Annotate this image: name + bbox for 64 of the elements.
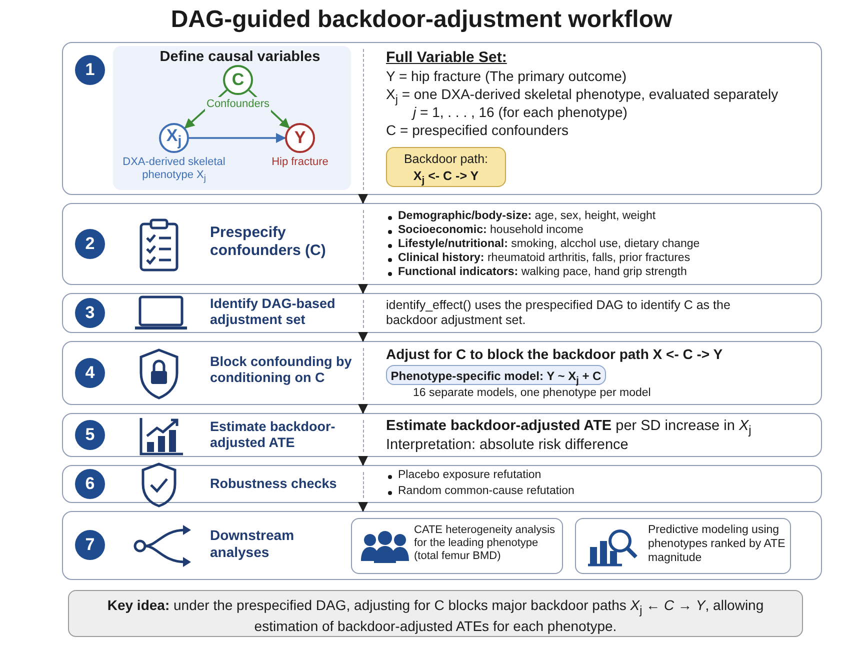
arrow xyxy=(189,133,286,143)
info-box xyxy=(351,518,563,574)
diagram-title: DAG-guided backdoor-adjustment workflow xyxy=(170,6,674,35)
body-text: X$_{j}$ = one DXA-derived skeletal phenotype, evaluated separately xyxy=(386,86,780,106)
box-text: X$_{j}$ <- C -> Y xyxy=(412,169,480,188)
bullet-item: Clinical history: rheumatoid arthritis, falls, prior fractures xyxy=(386,252,690,266)
key-idea-text: Key idea: under the prespecified DAG, adjusting for C blocks major backdoor paths X$_{j}$ ← C → Y, allowing estimation of backdoor-adjusted ATEs for each phenotype. xyxy=(106,597,765,635)
info-box xyxy=(386,147,506,187)
arrow xyxy=(358,332,368,342)
bullet-item: Functional indicators: walking pace, hand grip strength xyxy=(386,266,687,280)
arrow xyxy=(358,502,368,512)
step-panel xyxy=(62,341,822,405)
arrow xyxy=(248,90,290,128)
arrow xyxy=(358,404,368,414)
step-title: Block confounding by conditioning on C xyxy=(210,354,353,386)
step-number-badge: 2 xyxy=(75,229,105,259)
step-panel xyxy=(62,293,822,333)
step-panel xyxy=(62,42,822,195)
step-number-badge: 4 xyxy=(75,358,105,388)
box-text: Phenotype-specific model: Y ~ X$_{j}$ + C xyxy=(390,369,602,388)
bullet-item: Placebo exposure refutation xyxy=(386,469,542,483)
bullet-item: Lifestyle/nutritional: smoking, alcchol use, dietary change xyxy=(386,238,700,252)
body-text: Interpretation: absolute risk difference xyxy=(386,437,630,454)
body-text: j = 1, . . . , 16 (for each phenotype) xyxy=(413,104,628,121)
bullet-item: Socioeconomic: household income xyxy=(386,224,584,238)
arrow xyxy=(184,89,228,129)
bullet-item: Random common-cause refutation xyxy=(386,485,574,499)
step-panel xyxy=(62,511,822,580)
step-panel xyxy=(62,413,822,457)
node-caption: Hip fracture xyxy=(270,156,330,170)
bullet-item: Demographic/body-size: age, sex, height, weight xyxy=(386,210,656,224)
step-title: Robustness checks xyxy=(210,476,338,492)
step-number-badge: 3 xyxy=(75,298,105,328)
node-caption: DXA-derived skeletal phenotype X$_{j}$ xyxy=(122,156,226,184)
body-text: 16 separate models, one phenotype per model xyxy=(413,387,652,401)
step-panel xyxy=(62,203,822,285)
box-text: Backdoor path: xyxy=(402,152,490,167)
step-number-badge: 5 xyxy=(75,420,105,450)
variable-letter: Y xyxy=(294,128,306,148)
variable-letter: C xyxy=(232,70,244,90)
node-caption: Confounders xyxy=(205,97,271,112)
body-text: Adjust for C to block the backdoor path X <- C -> Y xyxy=(386,346,724,363)
variable-letter: X$_{j}$ xyxy=(166,126,182,150)
step-number-badge: 6 xyxy=(75,469,105,499)
info-box xyxy=(386,365,606,385)
body-text: C = prespecified confounders xyxy=(386,122,570,139)
arrow xyxy=(358,284,368,294)
step-number-badge: 1 xyxy=(75,55,105,85)
box-text: Predictive modeling using phenotypes ranked by ATE magnitude xyxy=(648,524,786,566)
body-text: identify_effect() uses the prespecified DAG to identify C as the backdoor adjustment set. xyxy=(386,298,732,328)
step-title: Prespecify confounders (C) xyxy=(210,224,327,260)
info-box xyxy=(575,518,791,574)
panel-heading: Define causal variables xyxy=(158,49,322,66)
step-title: Estimate backdoor-adjusted ATE xyxy=(210,419,336,452)
arrow xyxy=(358,194,368,204)
body-text: Y = hip fracture (The primary outcome) xyxy=(386,68,628,85)
arrow xyxy=(358,456,368,466)
box-text: CATE heterogeneity analysis for the leading phenotype (total femur BMD) xyxy=(414,524,556,564)
step-number-badge: 7 xyxy=(75,530,105,560)
section-heading: Full Variable Set: xyxy=(386,49,508,67)
info-box xyxy=(68,590,803,637)
body-text: Estimate backdoor-adjusted ATE per SD increase in X$_{j}$ xyxy=(386,418,752,438)
step-title: Downstream analyses xyxy=(210,527,296,561)
step-title: Identify DAG-based adjustment set xyxy=(210,296,336,328)
